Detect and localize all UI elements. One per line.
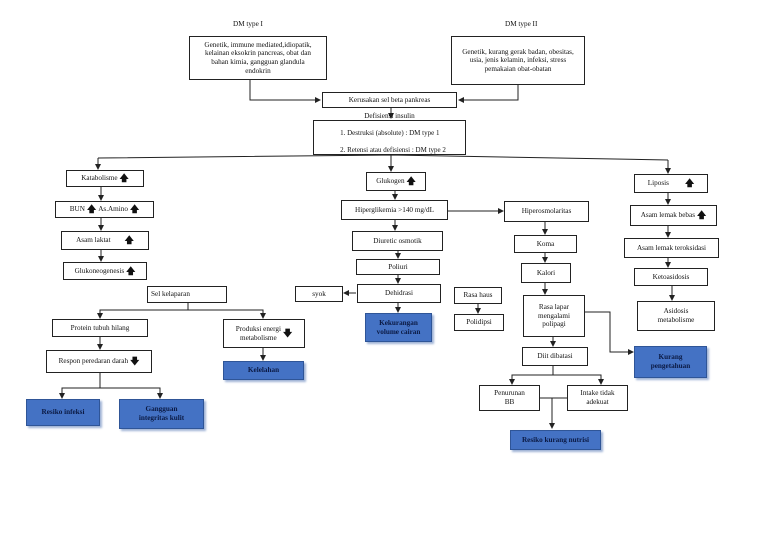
as-amino-label: As.Amino (98, 205, 128, 214)
liposis-label: Liposis (647, 179, 669, 188)
hiperglikemia-box: Hiperglikemia >140 mg/dL (341, 200, 448, 220)
defisiensi-list: Destruksi (absolute) : DM type 1 Retensi… (333, 120, 446, 163)
ketoasidosis-box: Ketoasidosis (634, 268, 708, 286)
hiperosmolaritas-box: Hiperosmolaritas (504, 201, 589, 222)
asam-lemak-teroksidasi-box: Asam lemak teroksidasi (624, 238, 719, 258)
produksi-energi-label: Produksi energi metabolisme (235, 324, 281, 342)
arrow-down-icon: 🡇 (130, 356, 140, 367)
produksi-energi-box: Produksi energi metabolisme 🡇 (223, 319, 305, 348)
resiko-infeksi-box: Resiko infeksi (26, 399, 100, 426)
arrow-up-icon: 🡅 (86, 204, 97, 215)
arrow-up-icon: 🡅 (124, 235, 134, 246)
asam-laktat-box: Asam laktat 🡅 (61, 231, 149, 250)
arrow-up-icon: 🡅 (684, 178, 695, 189)
asam-lemak-bebas-label: Asam lemak bebas (640, 211, 696, 220)
intake-tidak-adekuat-box: Intake tidak adekuat (567, 385, 628, 411)
arrow-up-icon: 🡅 (406, 176, 416, 187)
glukogen-box: Glukogen 🡅 (366, 172, 426, 191)
asam-lemak-bebas-box: Asam lemak bebas 🡅 (630, 205, 717, 226)
arrow-up-icon: 🡅 (119, 173, 129, 184)
kerusakan-box: Kerusakan sel beta pankreas (322, 92, 457, 108)
edge-dm2-kerusakan (458, 85, 519, 103)
edge-kelaparan-split (97, 303, 189, 319)
glukoneogenesis-box: Glukoneogenesis 🡅 (63, 262, 147, 280)
arrow-up-icon: 🡅 (697, 210, 707, 221)
glukogen-label: Glukogen (376, 177, 405, 186)
respon-label: Respon peredaran darah (58, 357, 129, 366)
edge-merge-nutrisi (540, 397, 555, 429)
kelelahan-box: Kelelahan (223, 361, 304, 380)
resiko-kurang-nutrisi-box: Resiko kurang nutrisi (510, 430, 601, 450)
rasa-haus-box: Rasa haus (454, 287, 502, 304)
asam-laktat-label: Asam laktat (76, 236, 111, 245)
edge-diit-intake (553, 374, 604, 385)
arrow-up-icon: 🡅 (126, 265, 136, 276)
syok-box: syok (295, 286, 343, 302)
sel-kelaparan-box: Sel kelaparan (147, 286, 227, 303)
dehidrasi-box: Dehidrasi (357, 284, 441, 303)
gangguan-integritas-kulit-box: Gangguan integritas kulit (119, 399, 204, 429)
arrow-up-icon: 🡅 (129, 204, 140, 215)
bun-label: BUN (69, 205, 85, 214)
edge-lapar-pengetahuan (585, 311, 634, 355)
header-dm-type-1: DM type I (233, 20, 263, 28)
respon-box: Respon peredaran darah 🡇 (46, 350, 152, 373)
bun-box: BUN 🡅 As.Amino 🡅 (55, 201, 154, 218)
header-dm-type-2: DM type II (505, 20, 538, 28)
koma-box: Koma (514, 235, 577, 253)
edge-dm1-kerusakan (249, 80, 321, 103)
katabolisme-box: Katabolisme 🡅 (66, 170, 144, 187)
kekurangan-volume-cairan-box: Kekurangan volume cairan (365, 313, 432, 342)
edge-respon-split (59, 373, 101, 399)
dm1-causes-box: Genetik, immune mediated,idiopatik, kela… (189, 36, 327, 80)
rasa-lapar-box: Rasa lapar mengalami polipagi (523, 295, 585, 337)
polidipsi-box: Polidipsi (454, 314, 504, 331)
diuretic-osmotik-box: Diuretic osmotik (352, 231, 443, 251)
kalori-box: Kalori (521, 263, 571, 283)
defisiensi-title: Defisiensi insulin (364, 111, 415, 120)
protein-box: Protein tubuh hilang (52, 319, 148, 337)
arrow-down-icon: 🡇 (282, 328, 293, 339)
defisiensi-insulin-box: Defisiensi insulin Destruksi (absolute) … (313, 112, 466, 155)
edge-kelaparan-energi (188, 309, 266, 319)
glukoneogenesis-label: Glukoneogenesis (74, 266, 125, 275)
liposis-box: Liposis 🡅 (634, 174, 708, 193)
edge-diit-split (509, 366, 554, 385)
kurang-pengetahuan-box: Kurang pengetahuan (634, 346, 707, 378)
defisiensi-item-2: Retensi atau defisiensi : DM type 2 (347, 146, 446, 154)
penurunan-bb-box: Penurunan BB (479, 385, 540, 411)
katabolisme-label: Katabolisme (81, 174, 118, 183)
edge-respon-gangguan (100, 387, 163, 399)
diit-dibatasi-box: Diit dibatasi (522, 347, 588, 366)
defisiensi-item-1: Destruksi (absolute) : DM type 1 (347, 129, 446, 137)
asidosis-metabolisme-box: Asidosis metabolisme (637, 301, 715, 331)
poliuri-box: Poliuri (356, 259, 440, 275)
dm2-causes-box: Genetik, kurang gerak badan, obesitas, u… (451, 36, 585, 85)
